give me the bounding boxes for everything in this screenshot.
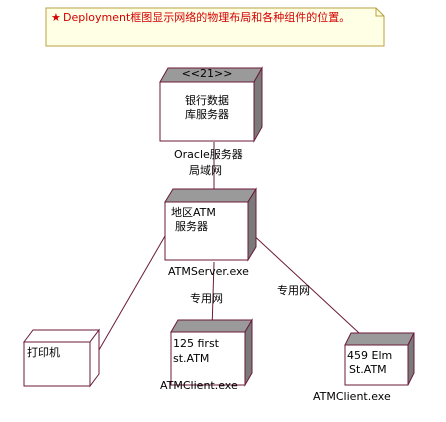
connection-atm-client2: [249, 231, 373, 346]
note-star: ★: [51, 11, 61, 24]
connection-atm-client1: [211, 261, 215, 331]
node-side: [253, 66, 263, 143]
node-face: [159, 81, 255, 142]
node-side: [247, 187, 257, 262]
atm-client-2-name-line2: St.ATM: [349, 363, 387, 376]
atm-client-2-name-line1: 459 Elm: [347, 349, 392, 362]
atm-client-1-name-line2: st.ATM: [173, 352, 209, 365]
atm-client-1-name-line1: 125 first: [173, 337, 220, 350]
note: ★ Deployment框图显示网络的物理布局和各种组件的位置。: [45, 7, 385, 47]
node-face: [23, 341, 91, 387]
node-face: [344, 344, 409, 386]
atm-client-2-caption: ATMClient.exe: [313, 390, 391, 403]
atm-server-caption: ATMServer.exe: [168, 265, 249, 278]
db-name-line1: 银行数据: [185, 93, 229, 107]
atm-server-name-line1: 地区ATM: [171, 206, 216, 219]
node-face: [170, 331, 246, 386]
atm-client-1-caption: ATMClient.exe: [160, 379, 238, 392]
node-face: [164, 201, 249, 261]
db-stereotype: <<21>>: [182, 67, 233, 80]
node-atm-client-2: 459 Elm St.ATM ATMClient.exe: [313, 332, 415, 403]
lan-label: 局域网: [189, 164, 222, 177]
node-top: [164, 188, 257, 203]
atm-server-name-line2: 服务器: [175, 220, 208, 233]
node-printer: 打印机: [23, 328, 100, 388]
node-atm-server: 地区ATM 服务器 ATMServer.exe: [164, 187, 257, 278]
db-name-line2: 库服务器: [185, 108, 229, 121]
node-db-server: <<21>> 银行数据 库服务器 Oracle服务器: [159, 66, 263, 161]
note-fold: [375, 8, 384, 17]
private-network-label-1: 专用网: [190, 291, 223, 305]
node-top: [23, 329, 100, 343]
db-caption: Oracle服务器: [174, 148, 243, 161]
private-network-label-2: 专用网: [277, 283, 310, 297]
connection-atm-printer: [91, 235, 166, 363]
node-top: [170, 319, 253, 333]
node-atm-client-1: 125 first st.ATM ATMClient.exe: [160, 318, 253, 392]
node-side: [244, 318, 253, 387]
node-top: [344, 332, 415, 346]
printer-name: 打印机: [27, 345, 60, 359]
note-box: [45, 7, 385, 47]
note-text: Deployment框图显示网络的物理布局和各种组件的位置。: [63, 10, 350, 24]
